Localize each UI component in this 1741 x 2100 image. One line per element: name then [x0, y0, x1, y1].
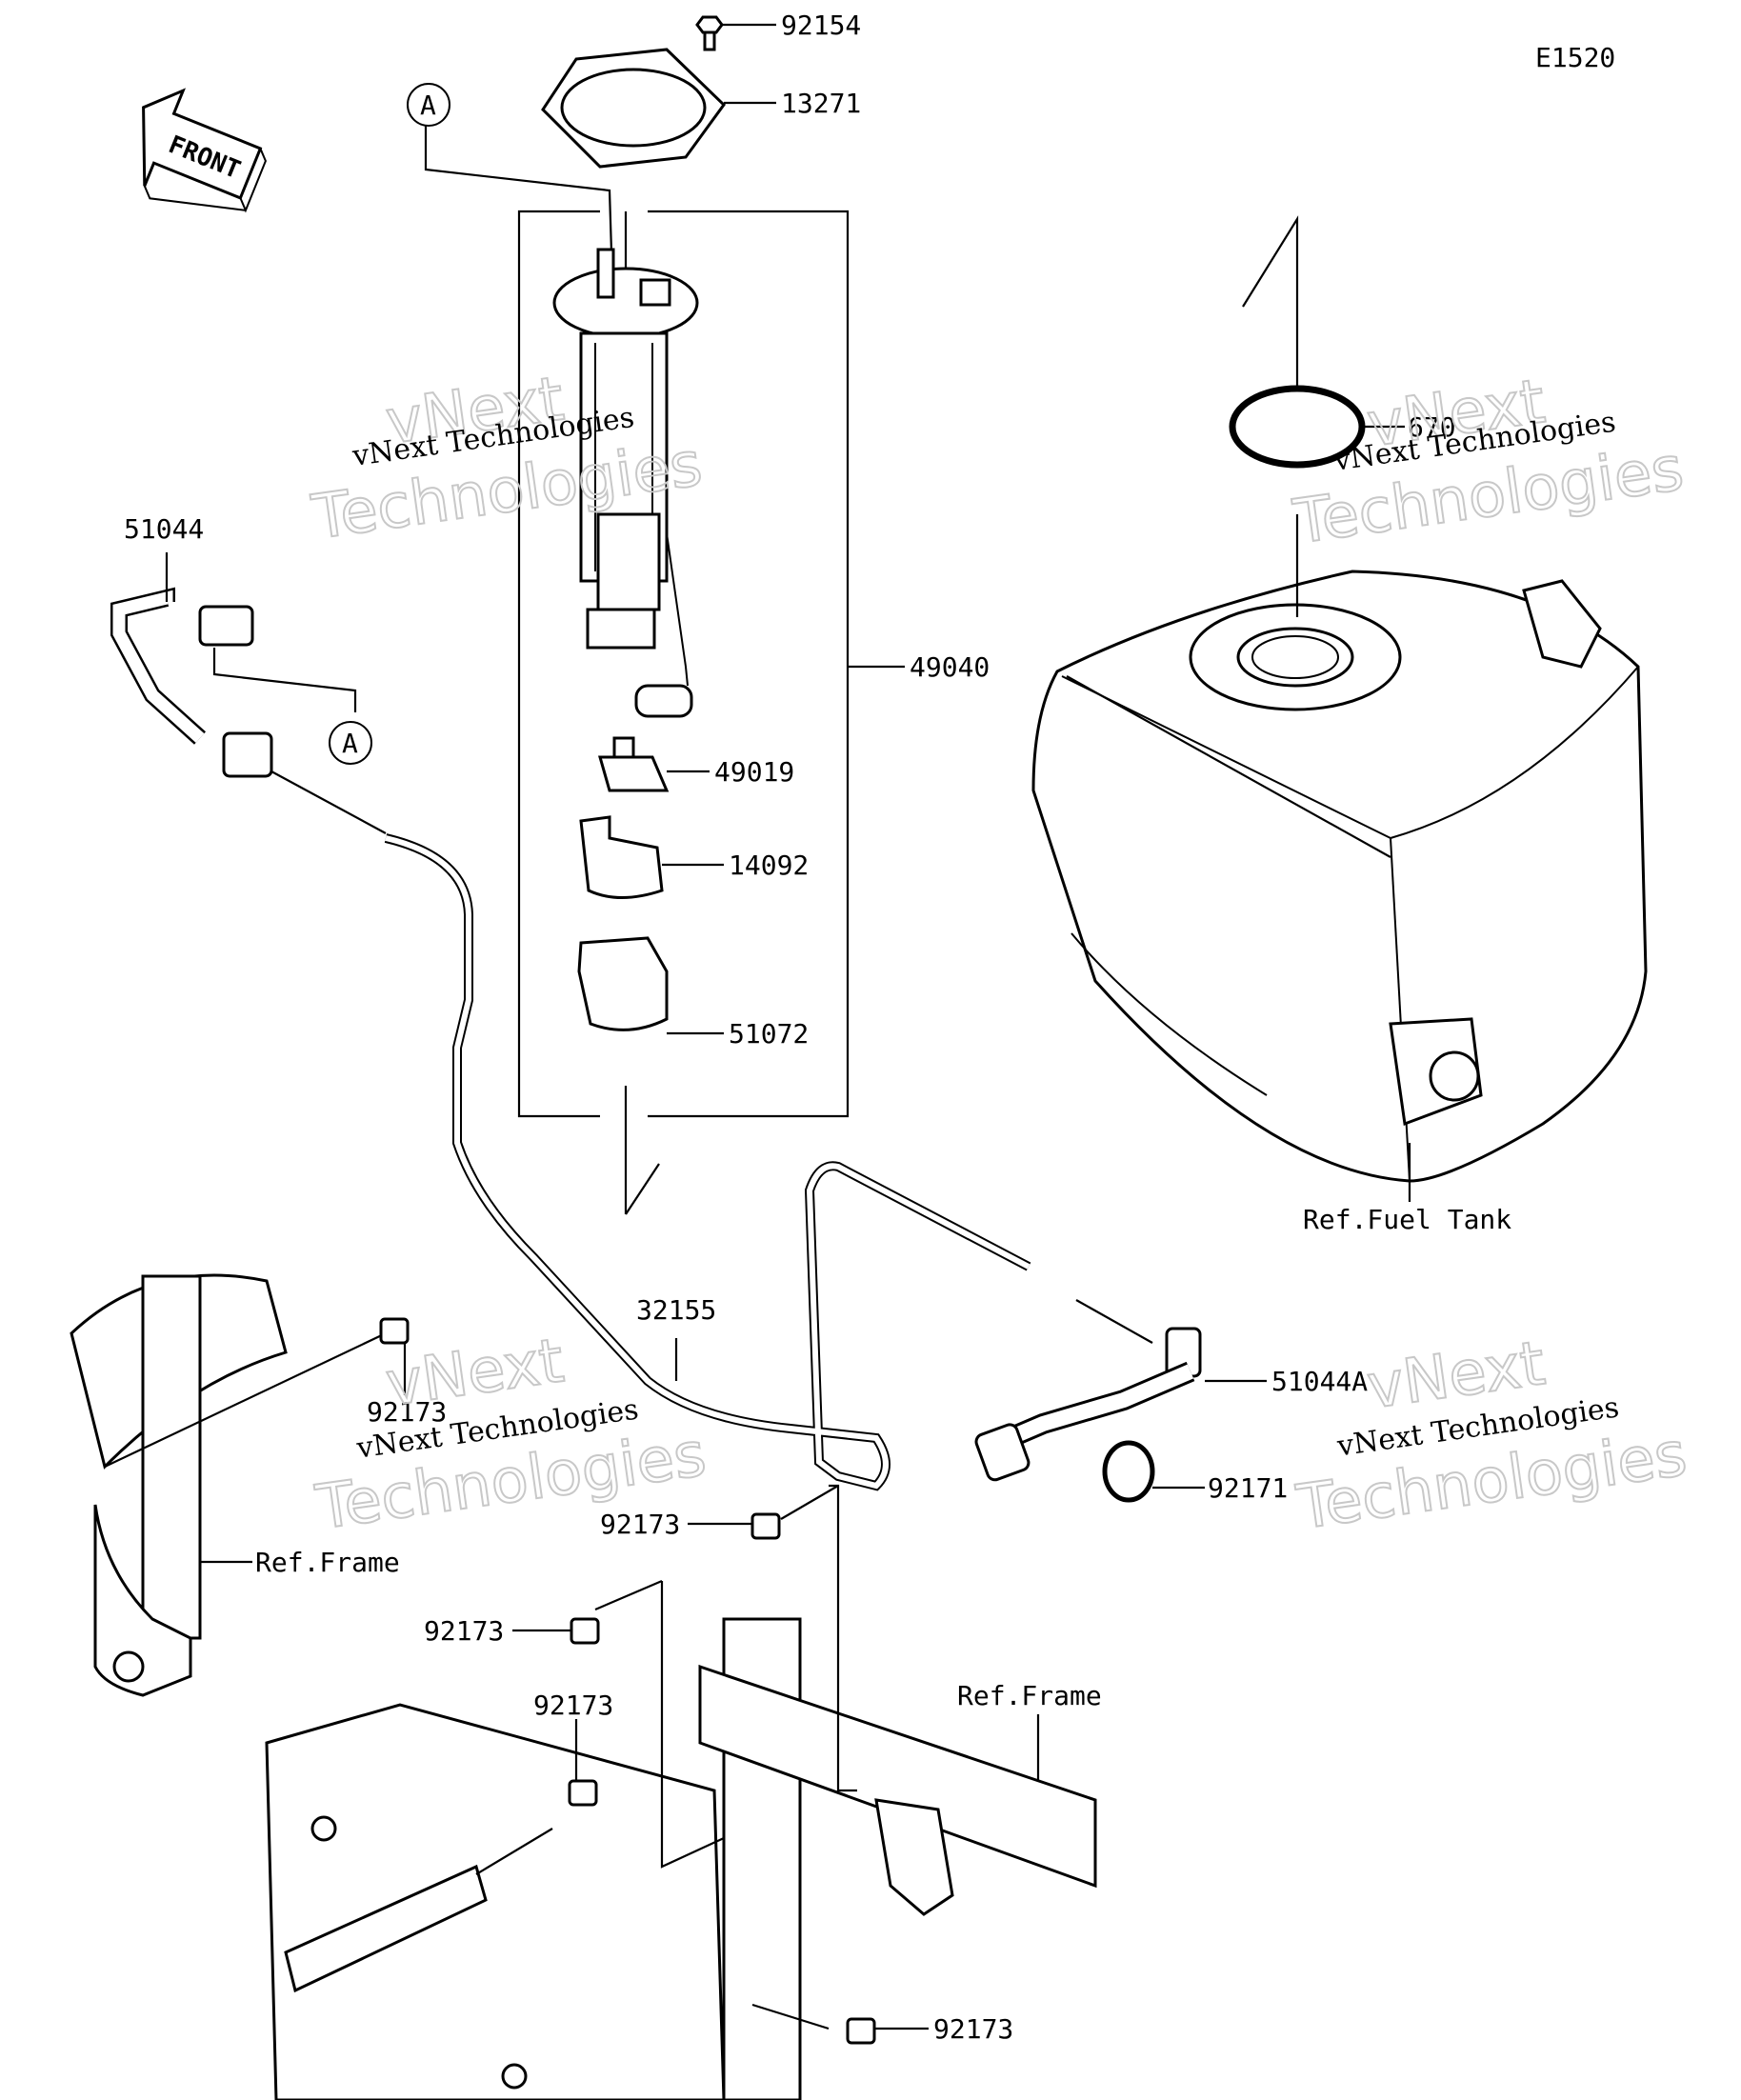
part-number-92173-c: 92173	[533, 1690, 613, 1721]
part-number-51044: 51044	[124, 513, 204, 545]
diagram-id: E1520	[1535, 42, 1615, 73]
part-number-51072: 51072	[729, 1018, 809, 1050]
clip-92173-left	[379, 1317, 410, 1395]
fuel-pump-assembly: A	[407, 15, 905, 1215]
part-number-670: 670	[1408, 411, 1456, 443]
frame-bottom	[265, 1484, 1097, 2100]
clip-92173-c	[568, 1719, 598, 1807]
part-number-14092: 14092	[729, 850, 809, 881]
part-number-92173-left: 92173	[367, 1396, 447, 1428]
filter-49019	[598, 736, 710, 792]
fuel-tank	[1031, 215, 1648, 1202]
part-number-92154: 92154	[781, 10, 861, 41]
clamp-92171	[1102, 1440, 1205, 1503]
fuel-line-32155	[270, 770, 1031, 1491]
clip-92173-d	[846, 2017, 929, 2045]
part-number-49040: 49040	[910, 651, 990, 683]
callout-a-left-label: A	[342, 728, 358, 759]
clip-92173-b	[512, 1617, 600, 1645]
frame-left	[70, 1273, 410, 1697]
part-number-13271: 13271	[781, 88, 861, 119]
part-number-92173-d: 92173	[933, 2013, 1013, 2045]
hose-51044a	[974, 1299, 1267, 1482]
callout-a-left	[329, 721, 372, 765]
cover-51072	[577, 936, 724, 1035]
ref-fuel-tank-label: Ref.Fuel Tank	[1303, 1204, 1511, 1235]
bolt-92154	[695, 15, 776, 51]
part-number-51044a: 51044A	[1271, 1366, 1368, 1397]
callout-a-top-label: A	[420, 90, 436, 121]
clip-92173-a	[688, 1512, 781, 1540]
front-arrow-icon: FRONT	[142, 88, 267, 213]
part-number-92173-b: 92173	[424, 1615, 504, 1647]
ref-frame-bottom-label: Ref.Frame	[957, 1680, 1102, 1711]
part-number-32155: 32155	[636, 1294, 716, 1326]
gasket-13271	[541, 48, 776, 169]
watermark-top-right: vNext vNext Technologies Technologies	[1289, 366, 1689, 559]
part-number-49019: 49019	[714, 756, 794, 788]
fuel-pump	[552, 248, 699, 718]
holder-14092	[579, 815, 724, 899]
hose-51044	[110, 552, 357, 778]
callout-a-top	[407, 83, 450, 127]
part-number-92173-a: 92173	[600, 1509, 680, 1540]
watermark-bottom-right: vNext vNext Technologies Technologies	[1291, 1328, 1691, 1545]
part-number-92171: 92171	[1208, 1472, 1288, 1504]
ref-frame-left-label: Ref.Frame	[255, 1547, 400, 1578]
